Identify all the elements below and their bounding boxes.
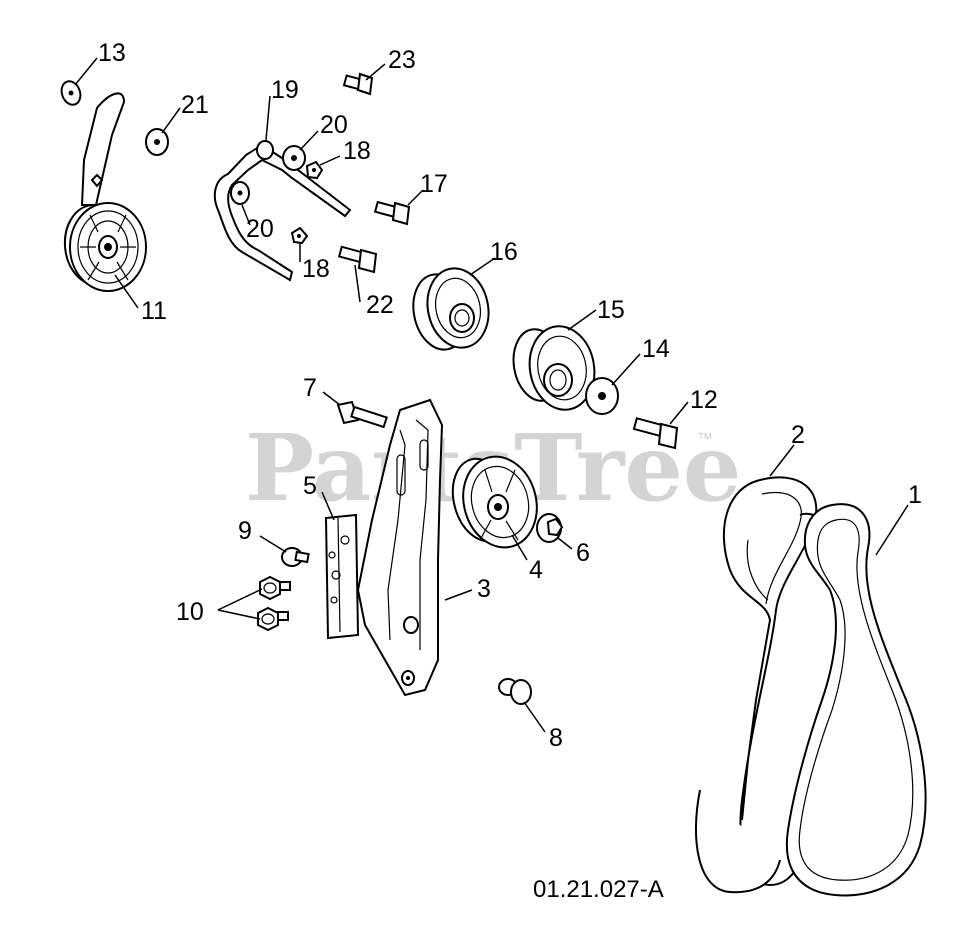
callout-17: 17: [420, 170, 448, 198]
callout-19: 19: [271, 76, 299, 104]
callout-5: 5: [303, 472, 317, 500]
callout-8: 8: [549, 724, 563, 752]
callout-4: 4: [529, 556, 543, 584]
callout-21: 21: [181, 91, 209, 119]
part-15-pulley: [512, 325, 596, 411]
callout-10: 10: [176, 598, 204, 626]
callout-9: 9: [238, 517, 252, 545]
callout-18-top: 18: [343, 137, 371, 165]
part-11-idler-pulley: [63, 92, 147, 292]
part-3-idler-arm: [356, 398, 444, 697]
part-23-bolt: [342, 72, 374, 96]
part-17-bolt: [373, 200, 411, 226]
part-1-belt: [785, 503, 927, 897]
callout-16: 16: [490, 238, 518, 266]
part-16-pulley: [412, 267, 490, 351]
callout-15: 15: [597, 296, 625, 324]
callout-2: 2: [791, 421, 805, 449]
part-12-bolt: [632, 417, 679, 450]
callout-12: 12: [690, 386, 718, 414]
callout-22: 22: [366, 291, 394, 319]
callout-7: 7: [303, 374, 317, 402]
part-4-idler-pulley: [451, 455, 538, 549]
callout-1: 1: [908, 481, 922, 509]
part-18-nut-top: [305, 160, 324, 180]
callout-13: 13: [98, 39, 126, 67]
callout-11: 11: [141, 297, 167, 325]
part-21-washer: [145, 128, 169, 156]
callout-3: 3: [477, 575, 491, 603]
part-14-washer: [585, 377, 619, 415]
part-20-washer-top: [282, 145, 306, 171]
part-6-nut: [536, 513, 564, 543]
callout-6: 6: [576, 539, 590, 567]
callout-labels: 13 21 19 20 18 20 18 23 17 22 11 16 15 1…: [98, 39, 922, 752]
leader-lines: [74, 57, 909, 733]
part-8-shoulder-bolt: [498, 678, 532, 705]
watermark-trademark: ™: [697, 431, 713, 448]
callout-23: 23: [388, 46, 416, 74]
callout-20-bottom: 20: [246, 215, 274, 243]
part-9-bolt: [281, 547, 310, 567]
part-22-bolt: [337, 245, 378, 274]
callout-18-bottom: 18: [302, 255, 330, 283]
part-18-nut-bottom: [290, 226, 309, 245]
part-13-washer: [60, 80, 82, 106]
callout-14: 14: [642, 335, 670, 363]
part-10-bolt-upper: [259, 575, 291, 601]
part-10-bolt-lower: [257, 606, 289, 632]
part-19-rod: [213, 140, 352, 282]
callout-20-top: 20: [320, 111, 348, 139]
diagram-code: 01.21.027-A: [533, 876, 664, 903]
part-7-bolt: [336, 400, 388, 429]
part-5-bracket: [324, 513, 360, 640]
